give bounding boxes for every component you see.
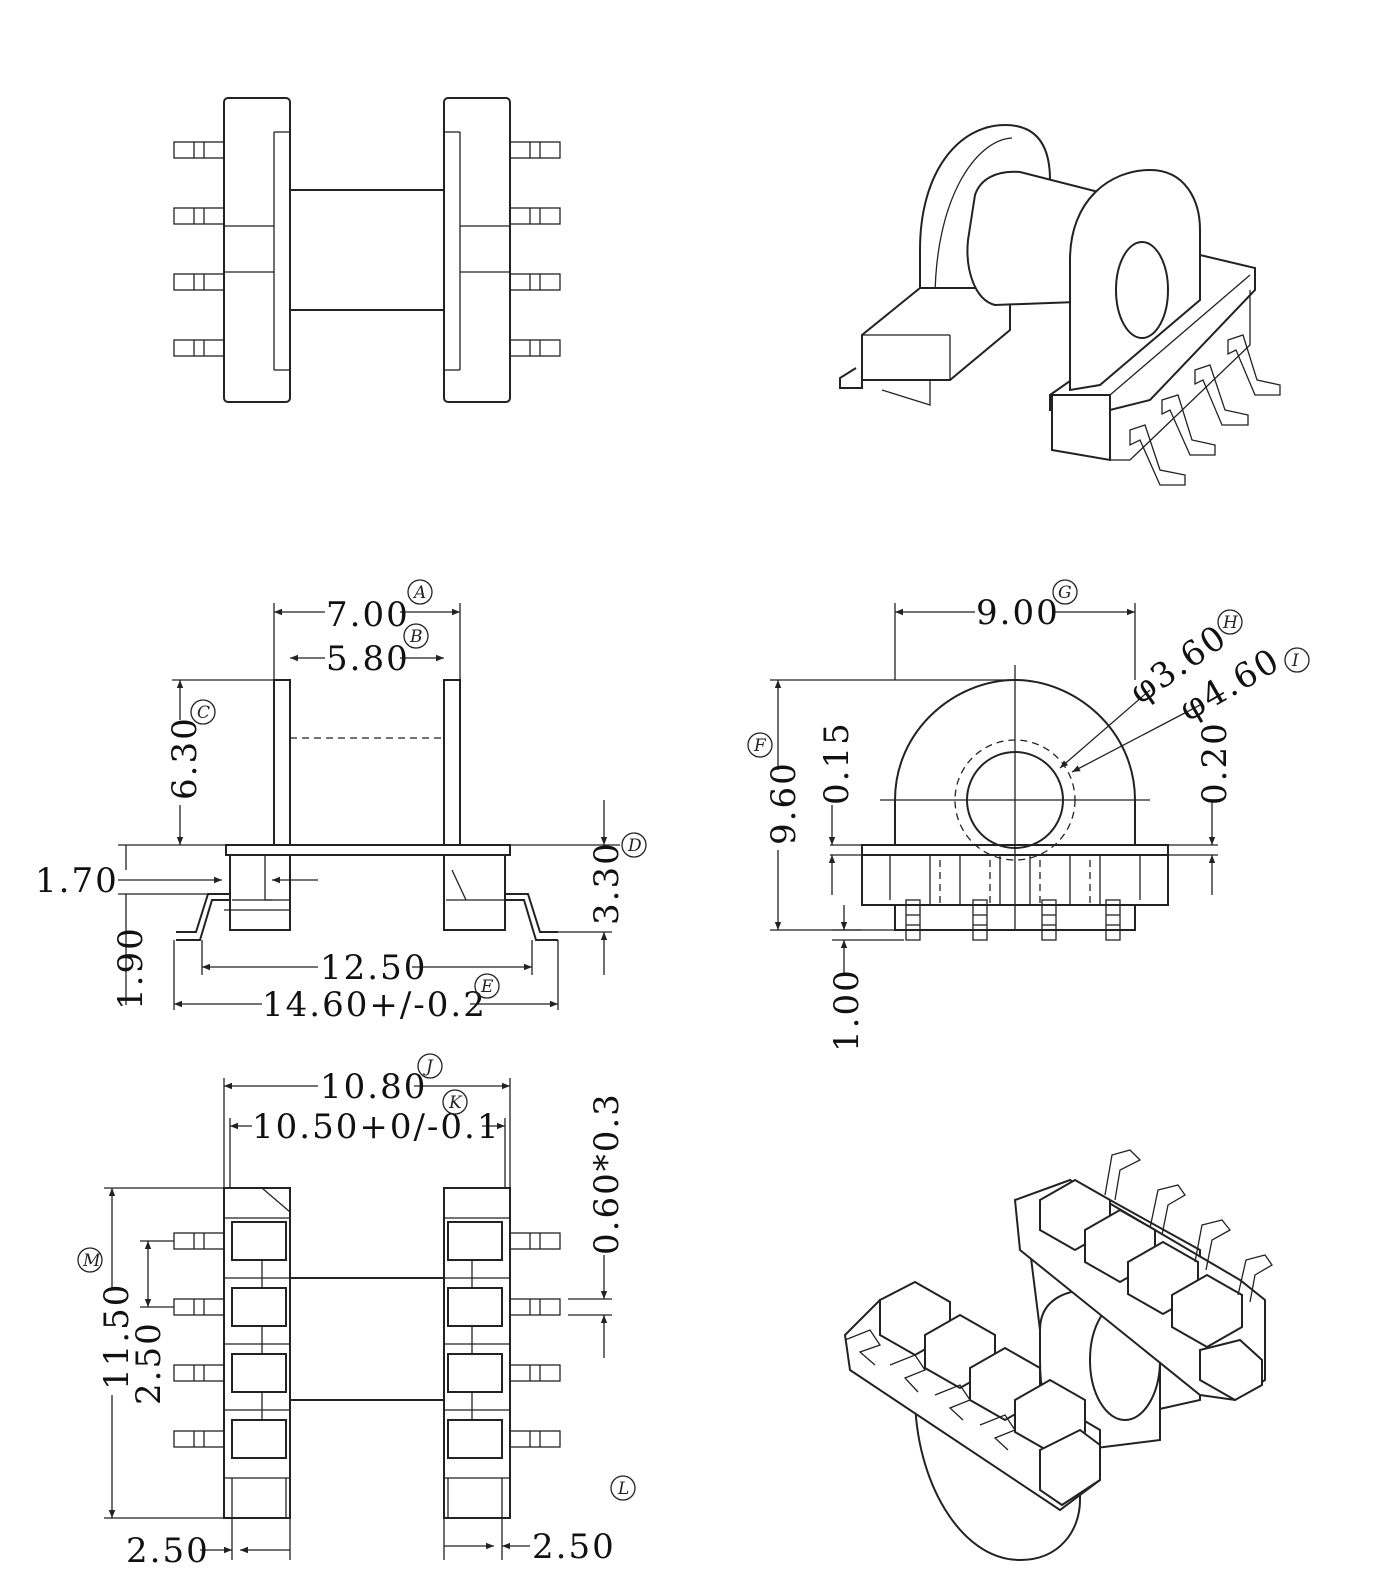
pin-group-bottom-left	[173, 1232, 225, 1448]
dim-2-50-right: 2.50	[532, 1527, 616, 1567]
front-view-dimensions: 7.00 A 5.80 B 6.30 C 1.70 1.90 3.30 D 12…	[35, 579, 647, 1025]
top-view	[173, 97, 561, 403]
dim-0-60x0-3: 0.60*0.3	[587, 1092, 627, 1255]
pin-group-right	[509, 141, 561, 357]
dim-1-00: 1.00	[827, 968, 867, 1052]
label-l: L	[617, 1479, 629, 1499]
label-b: B	[409, 627, 423, 647]
pin-group-left	[173, 141, 225, 357]
dim-10-50: 10.50+0/-0.1	[252, 1107, 500, 1147]
dim-7-00: 7.00	[326, 595, 410, 635]
label-e: E	[480, 977, 494, 997]
bottom-view-dimensions: 10.80 J 10.50+0/-0.1 K 11.50 M 2.50 0.60…	[77, 1053, 636, 1571]
dim-9-60: 9.60	[764, 761, 804, 845]
dim-1-90: 1.90	[111, 926, 151, 1010]
dim-0-15: 0.15	[817, 721, 857, 805]
dim-6-30: 6.30	[165, 716, 205, 800]
label-f: F	[753, 736, 767, 756]
label-m: M	[82, 1251, 101, 1271]
label-d: D	[627, 836, 642, 856]
label-g: G	[1058, 583, 1072, 603]
dim-5-80: 5.80	[326, 639, 410, 679]
dim-1-70: 1.70	[35, 861, 119, 901]
dim-0-20: 0.20	[1195, 721, 1235, 805]
dim-2-50-vertical: 2.50	[129, 1321, 169, 1405]
dim-11-50: 11.50	[97, 1283, 137, 1390]
label-k: K	[448, 1093, 463, 1113]
front-view	[176, 679, 558, 941]
dim-2-50-left: 2.50	[126, 1531, 210, 1571]
label-h: H	[1222, 613, 1239, 633]
side-view-dimensions: 9.00 G φ3.60 H φ4.60 I 9.60 F 0.15 0.20 …	[747, 579, 1310, 1052]
label-i: I	[1291, 651, 1299, 671]
dim-9-00: 9.00	[976, 593, 1060, 633]
label-a: A	[412, 583, 426, 603]
dim-12-50: 12.50	[320, 948, 427, 988]
dim-10-80: 10.80	[320, 1067, 427, 1107]
side-view	[861, 665, 1169, 941]
label-c: C	[197, 703, 210, 723]
isometric-view-top	[839, 123, 1281, 486]
label-j: J	[423, 1057, 434, 1077]
pin-group-bottom-right	[509, 1232, 561, 1448]
dim-3-30: 3.30	[587, 841, 627, 925]
dim-14-60: 14.60+/-0.2	[262, 985, 487, 1025]
isometric-view-bottom	[843, 1149, 1273, 1562]
bottom-view	[173, 1187, 561, 1519]
